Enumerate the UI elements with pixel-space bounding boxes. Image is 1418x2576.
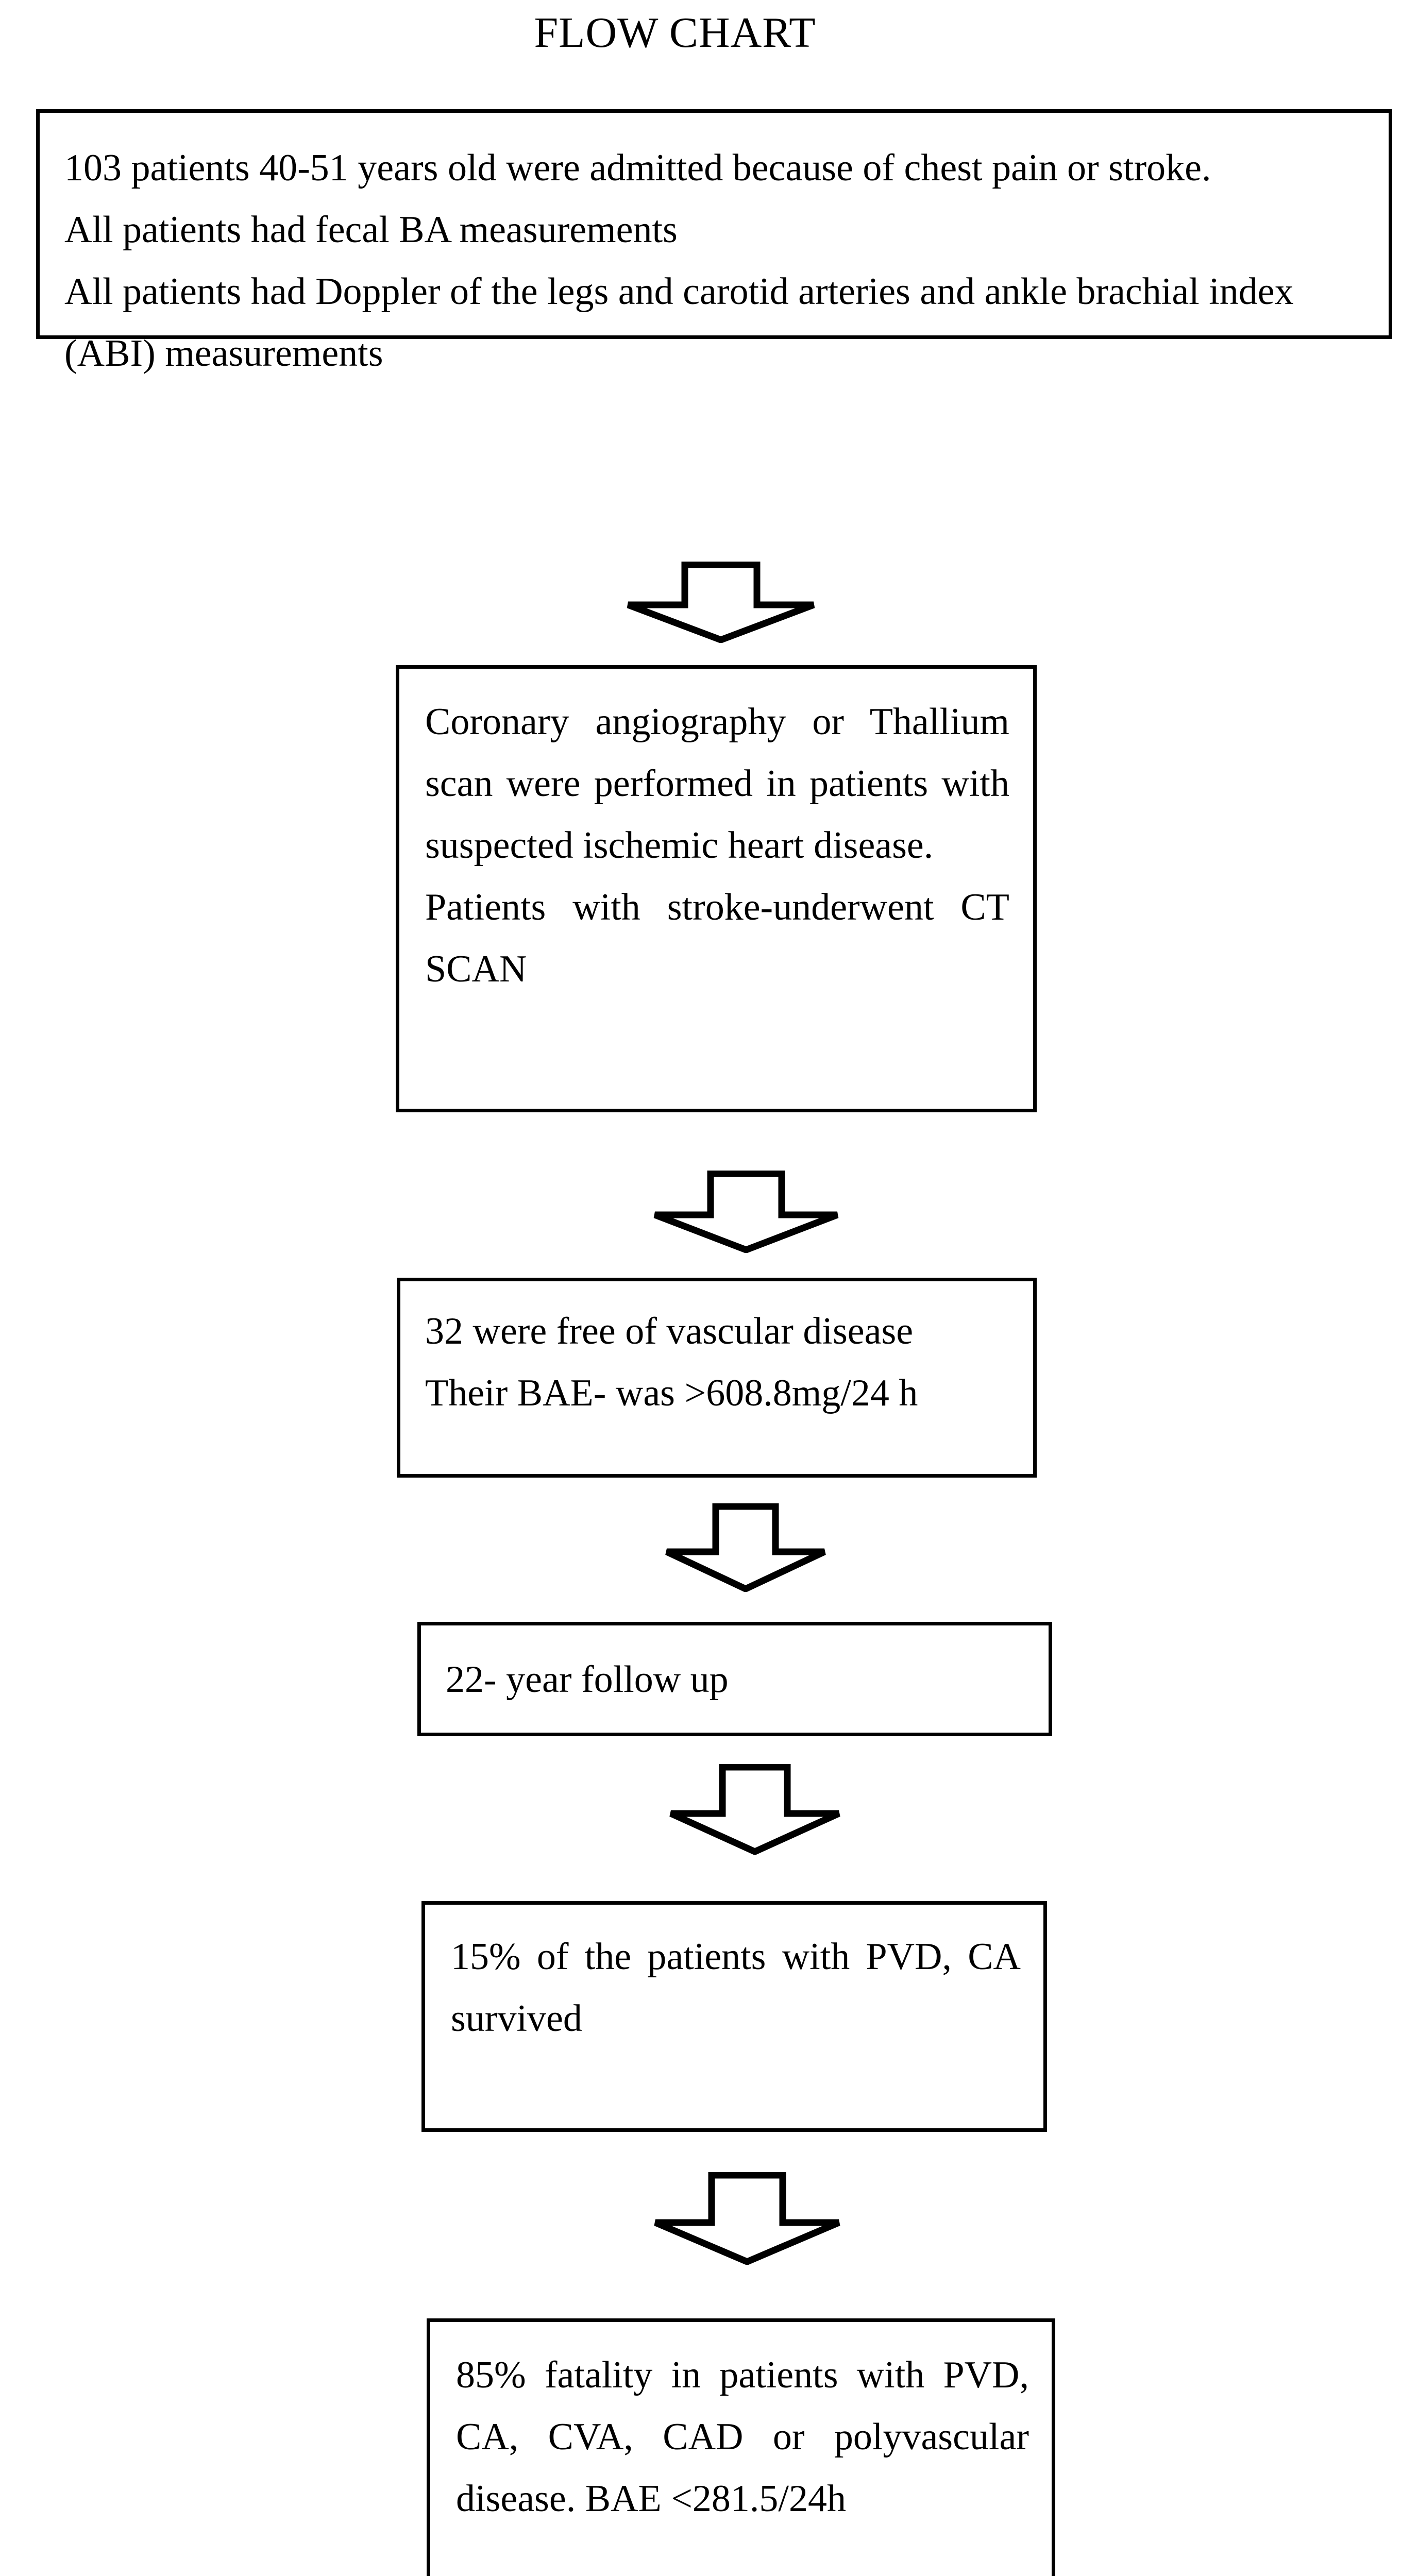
flow-node-imaging-line-1: Coronary angiography or Thallium scan we… — [425, 701, 1009, 867]
flow-node-survival-line-1: 15% of the patients with PVD, CA survive… — [451, 1936, 1021, 2040]
flow-node-cohort: 103 patients 40-51 years old were admitt… — [36, 109, 1392, 375]
flow-node-cohort-line-2: All patients had fecal BA measurements — [64, 208, 678, 251]
flow-node-survival-text: 15% of the patients with PVD, CA survive… — [425, 1905, 1043, 2050]
flow-node-follow-up-line-1: 22- year follow up — [446, 1658, 729, 1701]
flow-node-cohort-text: 103 patients 40-51 years old were admitt… — [40, 113, 1389, 385]
down-arrow-icon-3 — [664, 1503, 828, 1592]
flow-node-fatality-text: 85% fatality in patients with PVD, CA, C… — [430, 2322, 1052, 2530]
flow-node-fatality: 85% fatality in patients with PVD, CA, C… — [427, 2318, 1055, 2576]
flow-node-survival: 15% of the patients with PVD, CA survive… — [421, 1901, 1047, 2132]
flow-node-cohort-line-1: 103 patients 40-51 years old were admitt… — [64, 147, 1211, 189]
flow-node-cohort-line-3: All patients had Doppler of the legs and… — [64, 270, 1294, 375]
flow-node-free-of-vascular-disease: 32 were free of vascular disease Their B… — [397, 1278, 1037, 1478]
flow-node-free-of-vascular-disease-text: 32 were free of vascular disease Their B… — [400, 1281, 1033, 1425]
down-arrow-icon-5 — [652, 2172, 842, 2265]
flow-node-follow-up: 22- year follow up — [417, 1622, 1052, 1736]
page-title: FLOW CHART — [534, 9, 816, 57]
flow-node-imaging-text: Coronary angiography or Thallium scan we… — [399, 669, 1033, 1000]
flow-node-follow-up-text: 22- year follow up — [421, 1625, 1049, 1711]
flow-node-imaging: Coronary angiography or Thallium scan we… — [396, 665, 1037, 1112]
flow-node-imaging-line-2: Patients with stroke-underwent CT SCAN — [425, 886, 1009, 990]
flow-node-free-of-vascular-disease-line-1: 32 were free of vascular disease — [425, 1310, 914, 1352]
down-arrow-icon-4 — [668, 1764, 842, 1855]
down-arrow-icon-2 — [652, 1171, 840, 1253]
flow-node-fatality-line-1: 85% fatality in patients with PVD, CA, C… — [456, 2354, 1029, 2520]
flow-node-free-of-vascular-disease-line-2: Their BAE- was >608.8mg/24 h — [425, 1371, 918, 1414]
down-arrow-icon-1 — [625, 562, 817, 643]
